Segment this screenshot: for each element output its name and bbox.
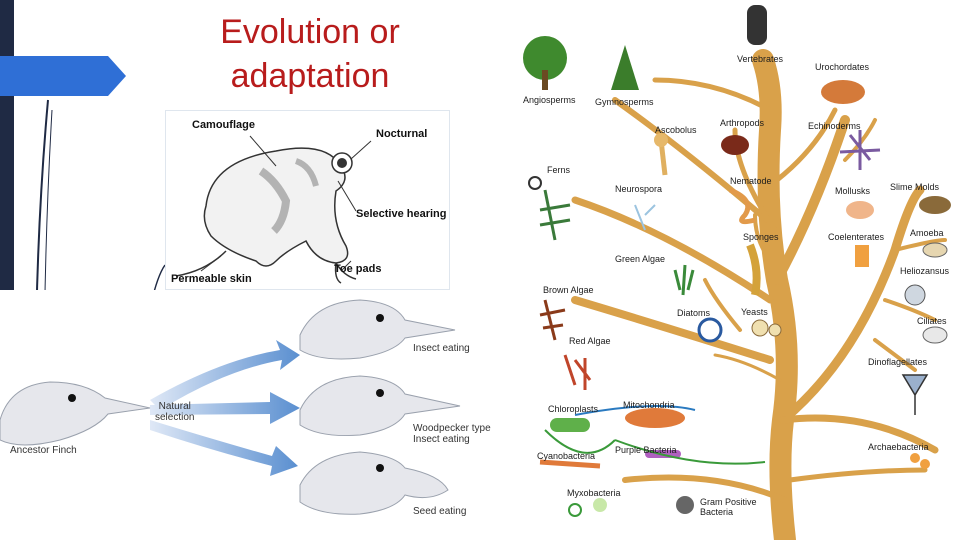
tree-label-diatoms: Diatoms: [677, 308, 711, 318]
frog-illustration: [175, 135, 372, 284]
tree-label-amoeba: Amoeba: [910, 228, 944, 238]
tree-label-slime-molds: Slime Molds: [890, 182, 940, 192]
tree-label-nematode: Nematode: [730, 176, 772, 186]
tree-label-chloroplasts: Chloroplasts: [548, 404, 599, 414]
tree-label-ferns: Ferns: [547, 165, 571, 175]
label-woodpecker-line-1: Woodpecker type: [413, 423, 491, 434]
title-line-2: adaptation: [230, 57, 390, 95]
label-natural-selection: Natural selection: [155, 401, 194, 423]
woodpecker-finch-head: [299, 375, 461, 436]
frog-label-toe-pads: Toe pads: [334, 263, 382, 275]
seed-finch-head: [299, 451, 449, 515]
evolution-arrow-middle: [150, 392, 300, 424]
tree-label-cyanobacteria: Cyanobacteria: [537, 451, 596, 461]
tree-label-myxobacteria: Myxobacteria: [567, 488, 621, 498]
evolution-arrow-upper: [150, 340, 300, 410]
slide-title: Evolution or adaptation: [180, 10, 440, 98]
tree-label-dinoflagellates: Dinoflagellates: [868, 357, 928, 367]
tree-label-archaebacteria: Archaebacteria: [868, 442, 929, 452]
tree-label-ascobolus: Ascobolus: [655, 125, 697, 135]
label-insect-eating: Insect eating: [413, 343, 470, 354]
tree-of-life: Vertebrates Urochordates Angiosperms Gym…: [515, 0, 960, 540]
tree-label-urochordates: Urochordates: [815, 62, 870, 72]
tree-label-mollusks: Mollusks: [835, 186, 871, 196]
tree-label-mitochondria: Mitochondria: [623, 400, 675, 410]
finch-diagram: Ancestor Finch Natural selection Insect …: [0, 290, 515, 540]
tree-label-arthropods: Arthropods: [720, 118, 765, 128]
tree-label-sponges: Sponges: [743, 232, 779, 242]
blue-arrow-shape: [0, 56, 126, 96]
tree-label-green-algae: Green Algae: [615, 254, 666, 264]
tree-label-gymnosperms: Gymnosperms: [595, 97, 654, 107]
tree-label-vertebrates: Vertebrates: [737, 54, 784, 64]
label-natural: Natural: [158, 401, 191, 412]
frog-label-nocturnal: Nocturnal: [376, 128, 428, 140]
insect-finch-head: [299, 299, 456, 360]
tree-label-echinoderms: Echinoderms: [808, 121, 861, 131]
evolution-arrow-lower: [150, 420, 298, 476]
tree-illustration: [523, 5, 951, 540]
tree-label-angiosperms: Angiosperms: [523, 95, 576, 105]
frog-label-permeable-skin: Permeable skin: [171, 273, 252, 285]
tree-label-purple-bacteria: Purple Bacteria: [615, 445, 677, 455]
frog-label-selective-hearing: Selective hearing: [356, 208, 447, 220]
title-line-1: Evolution or: [220, 13, 400, 51]
tree-label-bacteria: Bacteria: [700, 507, 734, 517]
label-seed-eating: Seed eating: [413, 506, 467, 517]
finch-illustration: [0, 299, 461, 515]
label-woodpecker-line-2: Insect eating: [413, 434, 470, 445]
tree-label-gram-positive: Gram Positive: [700, 497, 757, 507]
tree-label-ciliates: Ciliates: [917, 316, 947, 326]
tree-label-coelenterates: Coelenterates: [828, 232, 885, 242]
tree-label-brown-algae: Brown Algae: [543, 285, 594, 295]
tree-label-neurospora: Neurospora: [615, 184, 663, 194]
label-woodpecker-type: Woodpecker type Insect eating: [413, 423, 491, 445]
label-selection: selection: [155, 412, 195, 423]
ancestor-finch-head: [0, 381, 151, 446]
tree-label-yeasts: Yeasts: [741, 307, 768, 317]
tree-label-red-algae: Red Algae: [569, 336, 611, 346]
frog-label-camouflage: Camouflage: [192, 119, 255, 131]
tree-label-heliozansus: Heliozansus: [900, 266, 950, 276]
frog-diagram: Camouflage Nocturnal Selective hearing P…: [165, 110, 450, 290]
label-ancestor-finch: Ancestor Finch: [10, 445, 77, 456]
